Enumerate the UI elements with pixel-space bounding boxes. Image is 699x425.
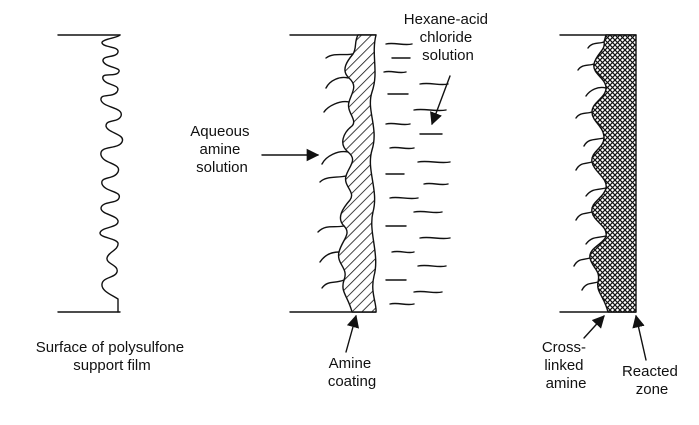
label-support-film: Surface of polysulfone support film — [36, 339, 189, 374]
amine-coating-layer — [337, 34, 377, 313]
hexane-solution-strokes — [383, 42, 451, 306]
panel-amine-coating — [289, 34, 451, 313]
panel3-surface-wiggles — [573, 41, 607, 291]
cross-linked-amine-zone — [589, 34, 637, 313]
panel-support-film — [57, 34, 124, 313]
label-hexane-solution: Hexane-acid chloride solution — [404, 11, 492, 64]
label-aqueous-amine: Aqueous amine solution — [190, 123, 253, 176]
arrow-hexane-solution — [430, 75, 451, 126]
panel-reacted-zone — [559, 34, 637, 313]
label-cross-linked-amine: Cross- linked amine — [542, 339, 590, 392]
arrow-amine-coating — [345, 314, 360, 353]
label-amine-coating: Amine coating — [328, 355, 376, 390]
arrow-reacted-zone — [632, 314, 647, 361]
arrow-cross-linked-amine — [583, 315, 605, 339]
label-reacted-zone: Reacted zone — [622, 363, 682, 398]
panel2-surface-wiggles — [317, 53, 353, 289]
panel1-surface-profile — [99, 34, 124, 313]
